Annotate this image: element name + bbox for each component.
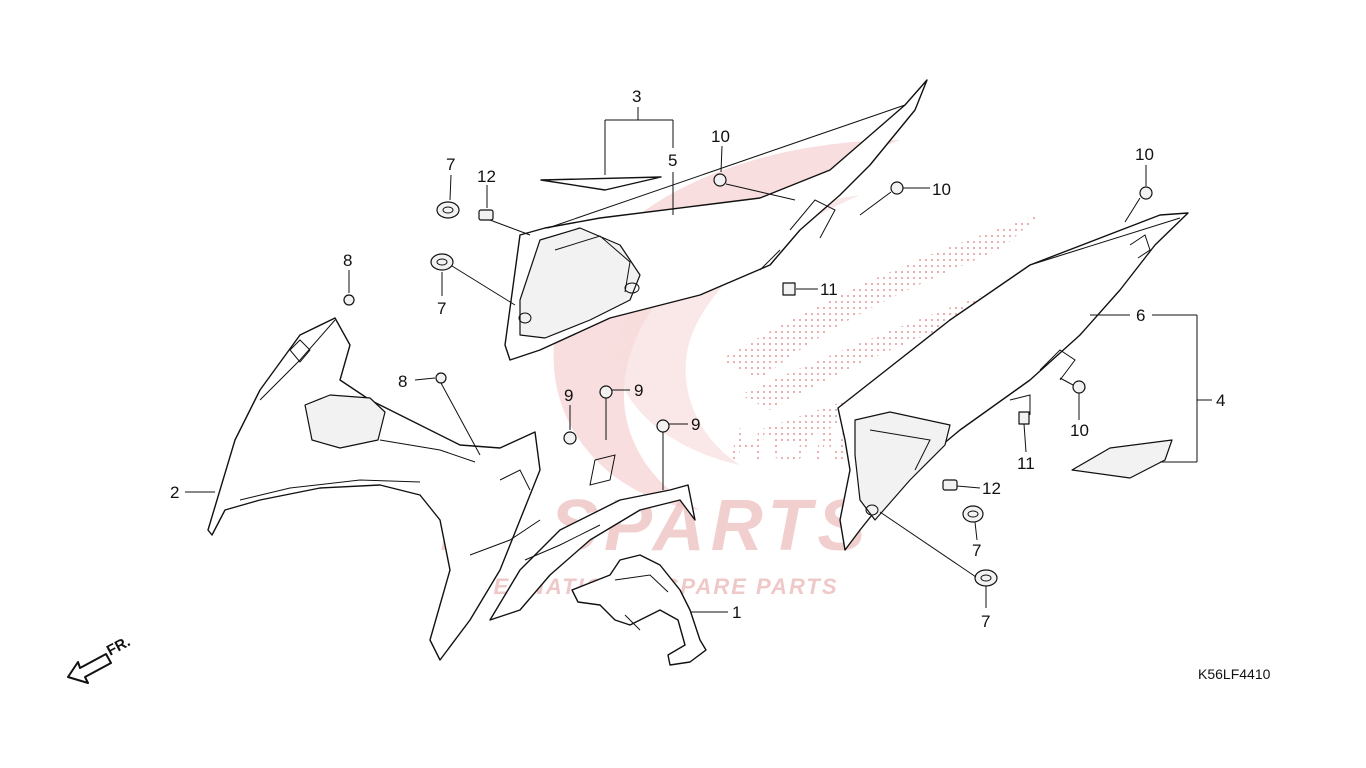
screw-icon bbox=[563, 431, 577, 445]
callout-10: 10 bbox=[932, 180, 951, 199]
clip-icon bbox=[1072, 380, 1086, 394]
callout-10: 10 bbox=[1070, 421, 1089, 440]
callout-11: 11 bbox=[1017, 454, 1035, 473]
nut-clip-icon bbox=[1018, 411, 1030, 425]
callout-7: 7 bbox=[446, 155, 455, 174]
left-body-cover bbox=[504, 79, 928, 361]
callout-4: 4 bbox=[1216, 391, 1225, 410]
left-decal bbox=[540, 176, 662, 191]
callout-9: 9 bbox=[634, 381, 643, 400]
grommet-icon bbox=[980, 574, 992, 582]
honda-wing-watermark bbox=[720, 215, 1060, 445]
screw-icon bbox=[599, 385, 613, 399]
leader-lines bbox=[185, 107, 1212, 613]
callout-6: 6 bbox=[1136, 306, 1145, 325]
grommet-icon bbox=[436, 201, 460, 219]
callout-2: 2 bbox=[170, 483, 179, 502]
right-body-cover bbox=[837, 212, 1189, 551]
grommet-icon bbox=[442, 206, 454, 214]
bracket bbox=[571, 554, 707, 666]
clip-icon bbox=[713, 173, 727, 187]
callout-7: 7 bbox=[972, 541, 981, 560]
clip-icon bbox=[343, 294, 355, 306]
callout-7: 7 bbox=[981, 612, 990, 631]
callout-8: 8 bbox=[343, 251, 352, 270]
callout-12: 12 bbox=[477, 167, 496, 186]
hardware bbox=[343, 173, 1153, 587]
callouts: 3 5 7 12 7 8 8 9 9 9 10 10 10 10 11 11 1… bbox=[170, 87, 1225, 631]
grommet-icon bbox=[962, 505, 984, 523]
clip-icon bbox=[1139, 186, 1153, 200]
front-label: FR. bbox=[104, 633, 133, 659]
grommet-icon bbox=[974, 569, 998, 587]
callout-8: 8 bbox=[398, 372, 407, 391]
callout-7: 7 bbox=[437, 299, 446, 318]
callout-3: 3 bbox=[632, 87, 641, 106]
front-arrow-icon bbox=[67, 653, 112, 684]
callout-9: 9 bbox=[564, 386, 573, 405]
callout-10: 10 bbox=[1135, 145, 1154, 164]
grommet-icon bbox=[967, 510, 979, 518]
bolt-icon bbox=[478, 209, 494, 221]
front-indicator: FR. bbox=[67, 633, 133, 684]
right-decal bbox=[1071, 439, 1173, 479]
clip-icon bbox=[435, 372, 447, 384]
lower-inner-panel bbox=[489, 454, 696, 621]
bolt-icon bbox=[942, 479, 958, 491]
callout-1: 1 bbox=[732, 603, 741, 622]
callout-11: 11 bbox=[820, 280, 838, 299]
reference-code: K56LF4410 bbox=[1198, 666, 1271, 682]
screw-icon bbox=[656, 419, 670, 433]
callout-12: 12 bbox=[982, 479, 1001, 498]
clip-icon bbox=[890, 181, 904, 195]
grommet-icon bbox=[436, 258, 448, 266]
swirl-inner-watermark bbox=[616, 195, 860, 465]
callout-10: 10 bbox=[711, 127, 730, 146]
callout-9: 9 bbox=[691, 415, 700, 434]
grommet-icon bbox=[430, 253, 454, 271]
inner-middle-cowl bbox=[207, 317, 541, 661]
nut-clip-icon bbox=[782, 282, 796, 296]
callout-5: 5 bbox=[668, 151, 677, 170]
